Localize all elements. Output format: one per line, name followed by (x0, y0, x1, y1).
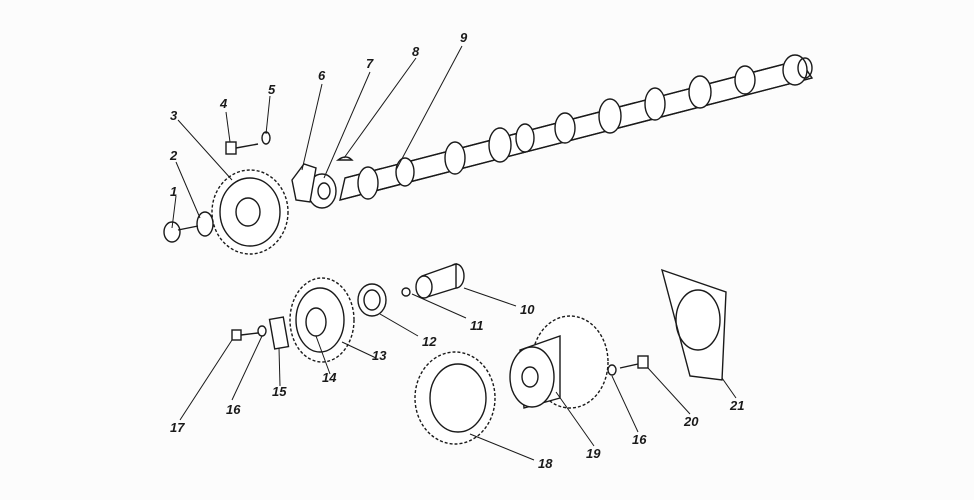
bolt-17 (231, 329, 259, 341)
callout-20: 20 (683, 414, 699, 429)
callout-3: 3 (170, 108, 178, 123)
callout-11: 11 (470, 318, 484, 333)
callout-16-left: 16 (226, 402, 241, 417)
callout-12: 12 (422, 334, 437, 349)
camshaft-gear (211, 169, 289, 255)
thrust-washer (307, 173, 337, 209)
callouts: 1 2 3 4 5 6 7 8 9 10 11 12 13 14 15 16 1… (169, 30, 744, 471)
callout-6: 6 (318, 68, 326, 83)
lock-washer-16b (607, 364, 617, 376)
washer-2 (196, 211, 214, 237)
callout-5: 5 (268, 82, 276, 97)
callout-2: 2 (169, 148, 178, 163)
plug-11 (401, 287, 411, 297)
callout-7: 7 (366, 56, 374, 71)
callout-15: 15 (272, 384, 287, 399)
thrust-washer-12 (357, 283, 387, 317)
bolt-20 (619, 355, 649, 369)
callout-10: 10 (520, 302, 535, 317)
gasket-21 (660, 268, 727, 381)
idler-gear (289, 277, 355, 363)
callout-9: 9 (460, 30, 468, 45)
woodruff-key (335, 156, 354, 161)
callout-18: 18 (538, 456, 553, 471)
idler-shaft-10 (415, 263, 465, 299)
callout-14: 14 (322, 370, 337, 385)
hub-gear (509, 315, 609, 409)
bolt-4 (225, 141, 259, 155)
camshaft-lobes (357, 54, 813, 200)
callout-19: 19 (586, 446, 601, 461)
leader-lines (171, 45, 737, 461)
callout-17: 17 (170, 420, 185, 435)
lock-plate-15 (268, 316, 290, 350)
camshaft (339, 54, 814, 201)
bolt-1 (163, 221, 199, 243)
callout-16-right: 16 (632, 432, 647, 447)
callout-4: 4 (219, 96, 228, 111)
lock-washer-16a (257, 325, 267, 337)
callout-8: 8 (412, 44, 420, 59)
callout-13: 13 (372, 348, 387, 363)
callout-1: 1 (170, 184, 177, 199)
callout-21: 21 (729, 398, 744, 413)
thrust-plate (291, 163, 317, 203)
ring-gear (414, 351, 496, 445)
